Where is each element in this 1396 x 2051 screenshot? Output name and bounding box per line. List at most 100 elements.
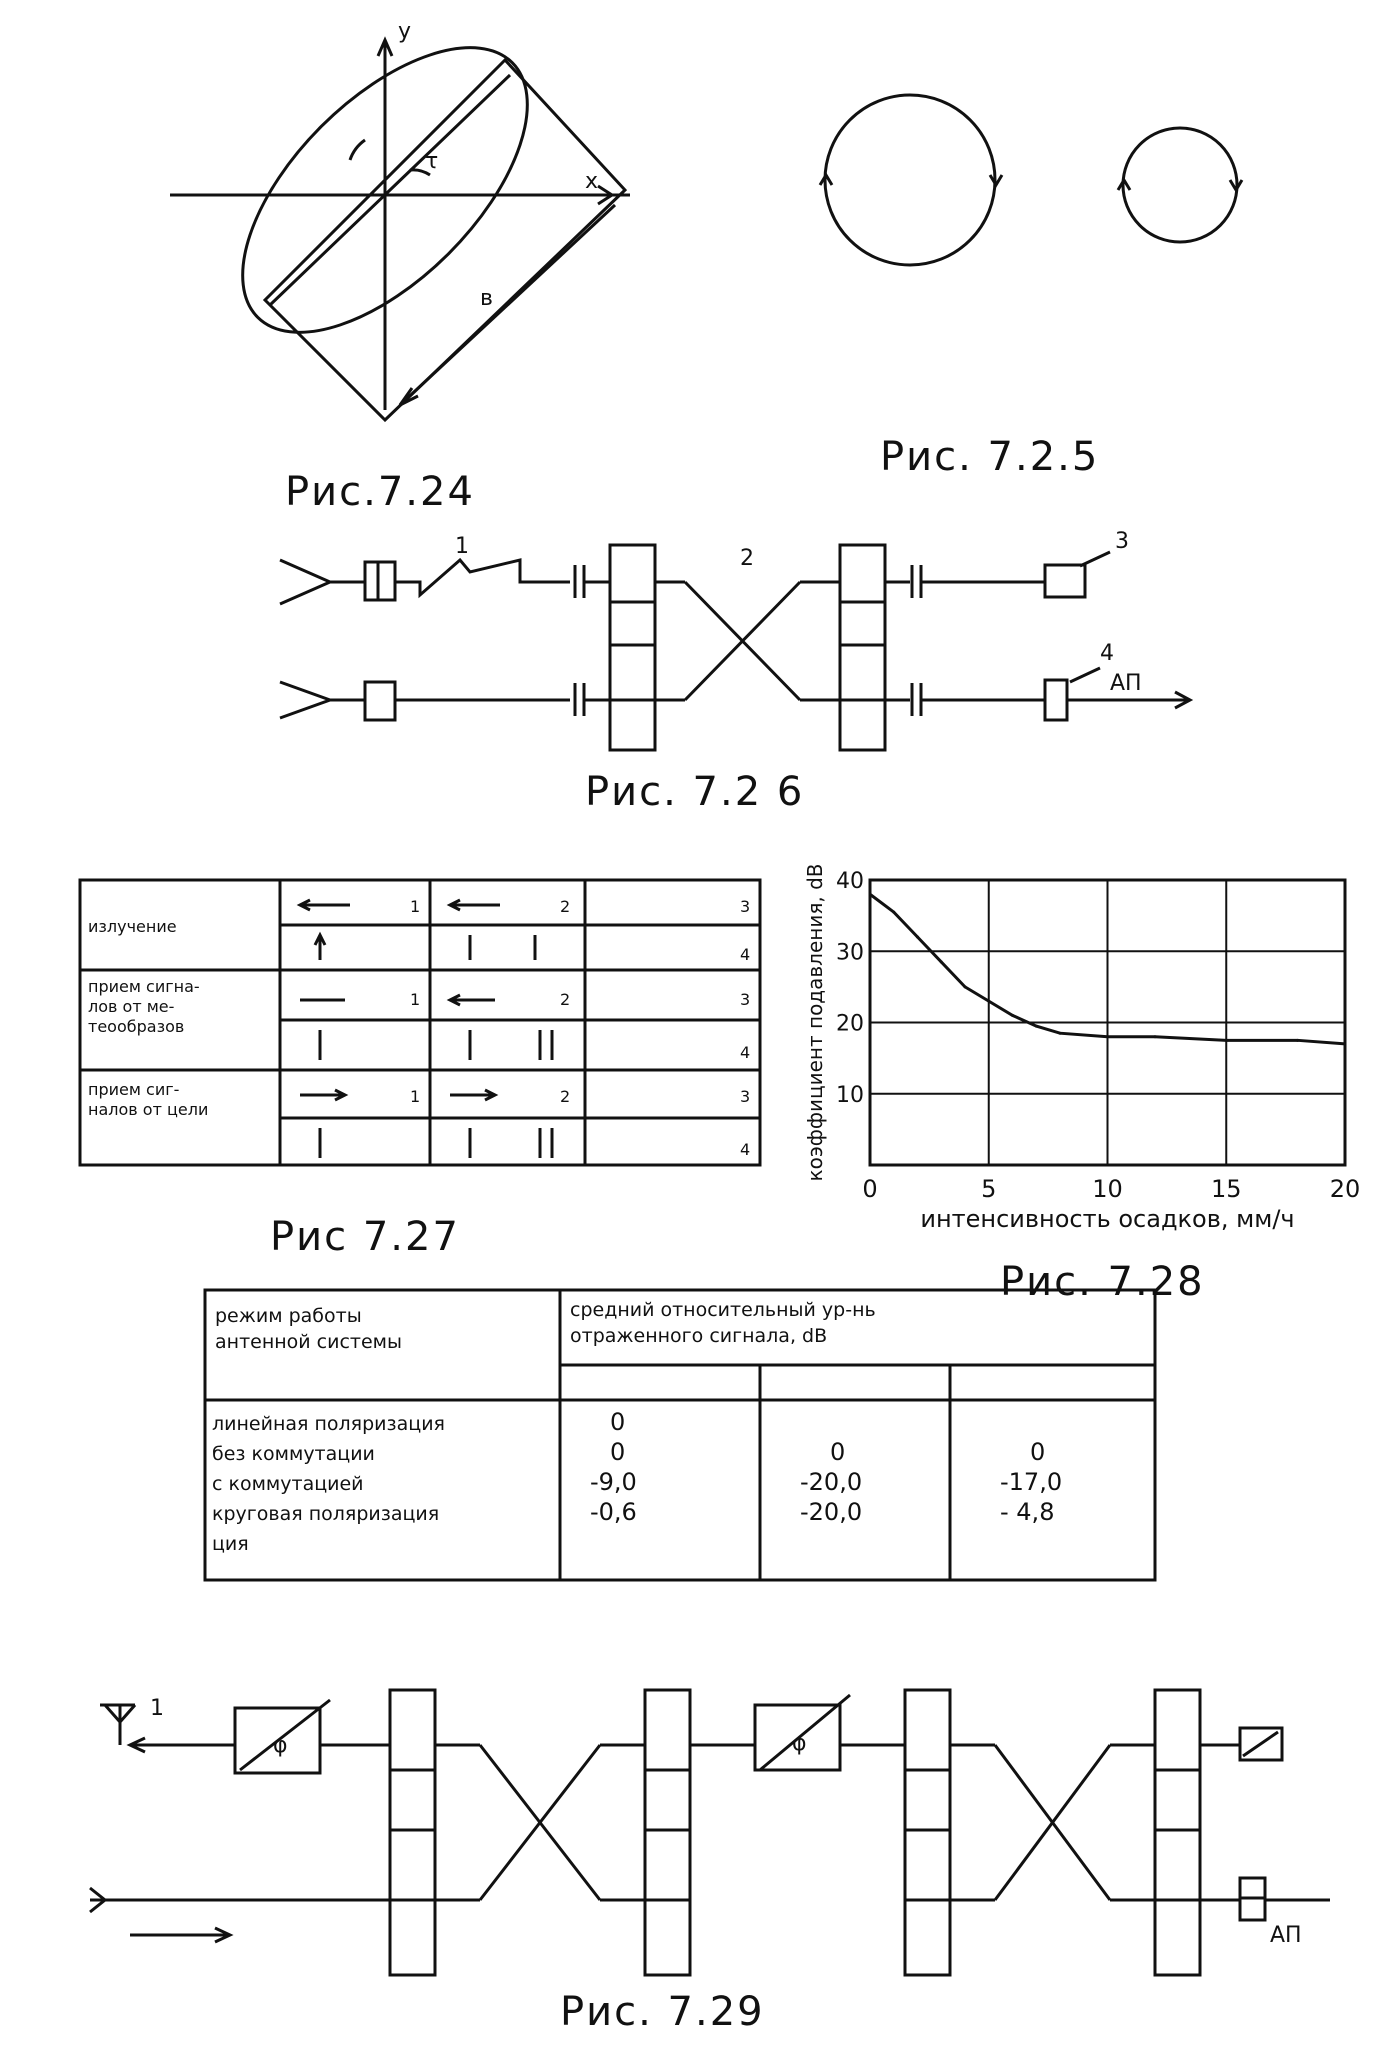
svg-text:3: 3 [740,897,750,916]
mode-row-3-line-1: прием сиг- [88,1080,179,1099]
label-ap-29: АП [1270,1923,1302,1948]
label-4: 4 [1100,641,1114,666]
major-axis [268,73,512,307]
fig-7-26-switch-circuit [279,543,1194,752]
small-circle-arrow-left [1116,177,1132,191]
bridge-3 [903,1688,952,1977]
label-1: 1 [455,534,469,559]
circle-arrow-right [988,174,1004,188]
antenna-2-icon [279,680,335,720]
phase-label-1: φ [273,1733,288,1758]
series-point-13 [1343,1042,1347,1046]
mode-table-border [78,878,762,1167]
series-point-1 [892,910,896,914]
load-box [1238,1726,1284,1762]
table-header-left-1: режим работы [215,1305,362,1327]
svg-text:1: 1 [410,990,420,1009]
svg-text:ция: ция [212,1533,249,1555]
tau-label: τ [425,149,438,174]
series-point-7 [1034,1024,1038,1028]
series-point-9 [1106,1035,1109,1039]
svg-text:4: 4 [740,945,750,964]
element-bottom [363,680,397,722]
bridge-4 [1153,1688,1202,1977]
fig-7-29-circuit [89,1688,1330,1977]
label-2: 2 [740,546,754,571]
antenna-1-icon [279,558,334,606]
bridge-left [608,543,657,752]
svg-text:1: 1 [410,897,420,916]
bounding-rectangle [262,57,628,423]
table-header-left-2: антенной системы [215,1331,402,1353]
mode-row-1-line-1: излучение [88,917,177,936]
series-point-0 [868,892,872,896]
svg-text:- 4,8: - 4,8 [1000,1498,1054,1526]
mode-row-2-line-3: теообразов [88,1017,184,1036]
series-point-6 [1011,1013,1014,1017]
svg-text:3: 3 [740,990,750,1009]
fig-7-25-circles [818,93,1244,267]
series-point-10 [1153,1035,1157,1039]
table-header-right-1: средний относительный ур-нь [570,1299,876,1321]
output-arrow [1174,690,1194,710]
svg-text:0: 0 [610,1438,625,1466]
series-line [869,893,1346,1046]
svg-text:3: 3 [740,1087,750,1106]
svg-text:круговая поляризация: круговая поляризация [212,1503,439,1525]
tau-arc [409,168,431,177]
b-label: в [480,286,493,311]
x-axis-arrow [597,184,615,206]
phase-shifter-1 [233,1706,322,1775]
table-header-right-2: отраженного сигнала, dB [570,1325,827,1347]
angle-arc [348,138,366,161]
svg-text:-9,0: -9,0 [590,1468,637,1496]
x-tick-4: 20 [1330,1175,1361,1203]
svg-text:-20,0: -20,0 [800,1498,862,1526]
receiver-4 [1043,678,1069,722]
y-tick-0: 10 [836,1083,864,1108]
svg-text:2: 2 [560,990,570,1009]
svg-text:4: 4 [740,1140,750,1159]
results-table [203,1288,1157,1582]
svg-text:-17,0: -17,0 [1000,1468,1062,1496]
polarization-ellipse [241,46,529,334]
caption-fig-7-25: Рис. 7.2.5 [880,434,1099,480]
svg-text:0: 0 [1030,1438,1045,1466]
series-point-4 [963,985,967,989]
component-1 [395,557,570,599]
circle-arrow-left [818,172,834,186]
svg-text:4: 4 [740,1043,750,1062]
y-tick-2: 30 [836,940,864,965]
series-point-5 [987,999,991,1003]
series-point-3 [939,960,943,964]
svg-text:-0,6: -0,6 [590,1498,637,1526]
mode-row-3-line-2: налов от цели [88,1100,208,1119]
mode-table-numbers: 1 2 3 4 1 2 3 4 1 2 3 4 [410,897,750,1159]
caption-fig-7-27: Рис 7.27 [270,1214,460,1260]
series-point-11 [1224,1038,1228,1042]
load-3 [1043,563,1087,599]
series-point-8 [1058,1031,1062,1035]
x-tick-3: 15 [1211,1175,1242,1203]
large-circle [823,93,997,267]
bridge-2 [643,1688,692,1977]
element-top [363,560,397,602]
svg-text:с коммутацией: с коммутацией [212,1473,364,1495]
y-axis-title: коэффициент подавления, dB [803,864,827,1182]
svg-text:1: 1 [410,1087,420,1106]
series-point-12 [1296,1038,1299,1042]
phase-shifter-2 [753,1703,842,1772]
x-tick-0: 0 [862,1175,877,1203]
svg-text:-20,0: -20,0 [800,1468,862,1496]
y-tick-1: 20 [836,1012,864,1037]
table-rows: линейная поляризация без коммутации с ко… [212,1408,1062,1555]
caption-fig-7-26: Рис. 7.2 6 [585,769,804,815]
mode-row-2-line-2: лов от ме- [88,997,174,1016]
dimension-line-b [398,203,617,407]
y-tick-3: 40 [836,869,864,894]
svg-text:0: 0 [610,1408,625,1436]
caption-fig-7-28: Рис. 7.28 [1000,1259,1205,1305]
